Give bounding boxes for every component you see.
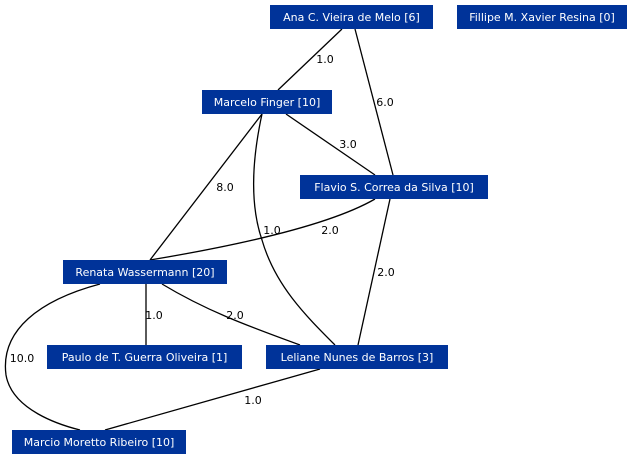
edge-marcelo-flavio: 3.0 [285,113,376,176]
edge-line-ana-flavio [354,28,394,176]
node-marcio[interactable]: Marcio Moretto Ribeiro [10] [12,430,186,454]
node-label-fillipe: Fillipe M. Xavier Resina [0] [469,11,615,24]
nodes-layer: Ana C. Vieira de Melo [6] Fillipe M. Xavi… [12,5,627,454]
edge-line-marcelo-flavio [285,113,376,176]
node-ana[interactable]: Ana C. Vieira de Melo [6] [270,5,433,29]
node-label-marcio: Marcio Moretto Ribeiro [10] [24,436,175,449]
edge-weight-renata-marcio: 10.0 [10,352,35,365]
edge-line-renata-leliane [161,283,301,346]
edge-marcelo-renata: 8.0 [149,113,263,261]
node-fillipe[interactable]: Fillipe M. Xavier Resina [0] [457,5,627,29]
node-box-ana[interactable] [270,5,433,29]
edge-line-ana-marcelo [277,28,343,91]
node-box-marcio[interactable] [12,430,186,454]
edge-weight-flavio-leliane: 2.0 [377,266,395,279]
node-label-marcelo: Marcelo Finger [10] [214,96,321,109]
node-marcelo[interactable]: Marcelo Finger [10] [202,90,332,114]
edge-line-flavio-leliane [357,198,391,346]
edge-renata-paulo: 1.0 [145,284,163,345]
node-paulo[interactable]: Paulo de T. Guerra Oliveira [1] [47,345,242,369]
edge-weight-flavio-renata: 2.0 [321,224,339,237]
node-label-paulo: Paulo de T. Guerra Oliveira [1] [62,351,228,364]
edge-weight-renata-leliane: 2.0 [226,309,244,322]
node-box-leliane[interactable] [266,345,448,369]
edge-line-flavio-renata [149,198,376,261]
edge-weight-marcelo-flavio: 3.0 [339,138,357,151]
node-label-leliane: Leliane Nunes de Barros [3] [281,351,434,364]
edge-renata-marcio: 10.0 [4,283,101,431]
edge-weight-renata-paulo: 1.0 [145,309,163,322]
node-renata[interactable]: Renata Wassermann [20] [63,260,227,284]
edge-weight-ana-marcelo: 1.0 [316,53,334,66]
edge-flavio-leliane: 2.0 [357,198,395,346]
edge-line-renata-marcio [4,283,101,431]
node-label-flavio: Flavio S. Correa da Silva [10] [314,181,474,194]
node-label-renata: Renata Wassermann [20] [75,266,214,279]
node-label-ana: Ana C. Vieira de Melo [6] [283,11,420,24]
node-box-fillipe[interactable] [457,5,627,29]
edge-renata-leliane: 2.0 [161,283,301,346]
edge-flavio-renata: 2.0 [149,198,376,261]
edge-line-marcelo-renata [149,113,263,261]
edge-weight-ana-flavio: 6.0 [376,96,394,109]
edge-weight-marcelo-renata: 8.0 [216,181,234,194]
edge-leliane-marcio: 1.0 [104,368,321,431]
node-box-paulo[interactable] [47,345,242,369]
node-box-renata[interactable] [63,260,227,284]
edge-ana-marcelo: 1.0 [277,28,343,91]
node-box-flavio[interactable] [300,175,488,199]
node-flavio[interactable]: Flavio S. Correa da Silva [10] [300,175,488,199]
node-box-marcelo[interactable] [202,90,332,114]
edge-ana-flavio: 6.0 [354,28,394,176]
edge-line-marcelo-leliane [253,113,336,346]
edge-weight-leliane-marcio: 1.0 [244,394,262,407]
node-leliane[interactable]: Leliane Nunes de Barros [3] [266,345,448,369]
edge-line-leliane-marcio [104,368,321,431]
